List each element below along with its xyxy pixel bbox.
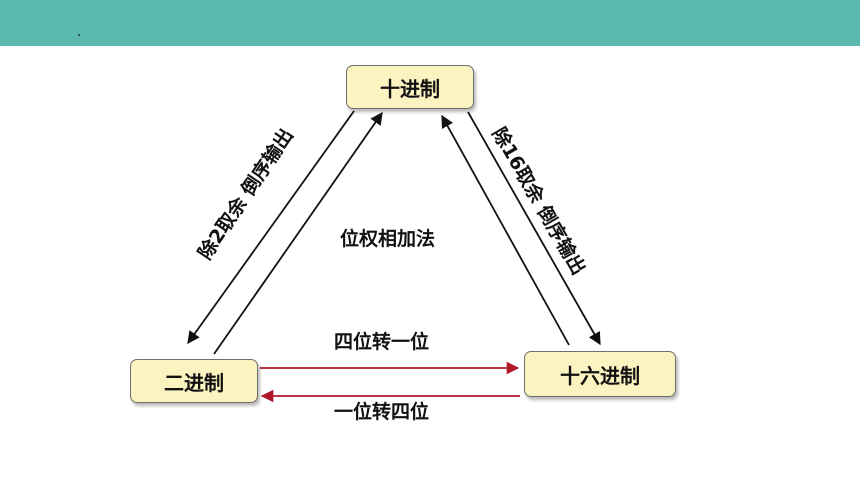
node-hex: 十六进制 [524, 351, 676, 397]
node-binary-label: 二进制 [164, 370, 224, 395]
node-decimal-label: 十进制 [380, 76, 440, 101]
label-binary-to-decimal: 位权相加法 [340, 228, 436, 250]
node-binary: 二进制 [130, 359, 258, 403]
node-hex-label: 十六进制 [560, 363, 640, 388]
arrow-binary-to-decimal [213, 111, 383, 355]
arrow-decimal-to-hex [467, 111, 601, 346]
label-binary-to-hex: 四位转一位 [334, 331, 430, 353]
label-hex-to-binary: 一位转四位 [334, 401, 430, 423]
node-decimal: 十进制 [346, 65, 474, 109]
arrow-decimal-to-binary [187, 110, 355, 345]
header-bar [0, 0, 860, 46]
arrow-hex-to-decimal [441, 114, 570, 346]
header-marker [78, 34, 80, 36]
